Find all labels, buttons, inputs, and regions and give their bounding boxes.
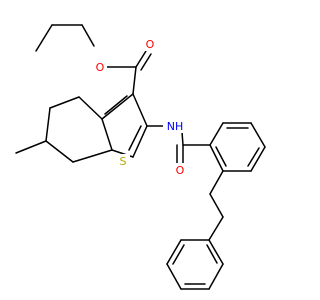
bond-lines [15,24,266,290]
bond [132,93,148,127]
bond [128,125,142,151]
thiophene-sulfur-label: S [120,155,127,168]
bond [208,216,224,241]
bond [181,131,184,146]
bond [206,244,218,264]
atom-label-background [116,154,130,168]
bond [15,140,47,154]
bond [209,144,224,172]
molecule-structure-drawing: O O NH S O [15,24,266,290]
bond [208,263,224,290]
bond [81,24,95,47]
bond [132,66,137,95]
bond [209,122,224,146]
atom-label-background [163,119,187,133]
bond [250,146,266,172]
bond [35,24,53,52]
bond [215,146,227,167]
atom-labels: O O NH S O [93,37,187,177]
atom-label-background [143,37,157,51]
bond [208,239,224,265]
bond [140,53,152,71]
bond [209,170,224,195]
bond [209,193,224,218]
bond [78,96,103,120]
bond [172,244,185,265]
bond [247,147,260,167]
amide-oxygen-label: O [176,164,185,177]
carbonyl-oxygen-label: O [146,38,155,51]
bond [132,125,148,158]
bond [101,118,113,151]
bond [45,107,51,142]
bond [135,50,147,68]
amide-nitrogen-label: NH [167,120,184,133]
bond [45,140,74,163]
bond [166,263,182,290]
bond [166,239,182,265]
atom-label-background [93,60,107,74]
bond [72,149,113,163]
bond [101,93,134,120]
atom-label-background [173,163,187,177]
bond [250,122,266,148]
ester-oxygen-label: O [96,61,105,74]
bond [49,96,80,109]
bond [104,95,128,115]
